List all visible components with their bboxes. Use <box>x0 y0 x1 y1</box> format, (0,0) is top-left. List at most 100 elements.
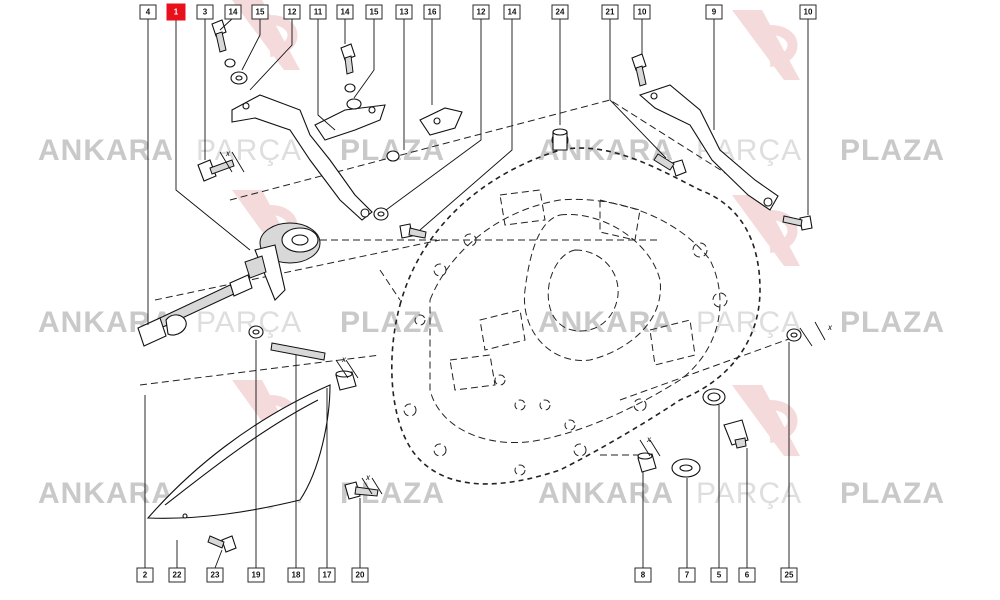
svg-text:3: 3 <box>203 8 208 17</box>
callout-label-12[interactable]: 12 <box>472 4 490 20</box>
svg-text:21: 21 <box>606 8 615 17</box>
watermark: ANKARA PARÇA PLAZA ANKARA PARÇA PLAZA AN… <box>38 0 945 510</box>
leader-lines-top <box>147 17 809 325</box>
callout-label-6[interactable]: 6 <box>738 567 756 583</box>
callout-label-16[interactable]: 16 <box>423 4 441 20</box>
svg-text:13: 13 <box>400 8 409 17</box>
callout-label-3[interactable]: 3 <box>196 4 214 20</box>
watermark-word-plaza: PLAZA <box>840 134 945 167</box>
part-17-dowel <box>335 370 357 391</box>
part-10-bolt <box>631 53 647 87</box>
callout-label-17[interactable]: 17 <box>318 567 336 583</box>
part-12-bracket <box>231 94 373 221</box>
watermark-word-ankara: ANKARA <box>538 477 674 510</box>
callout-label-2[interactable]: 2 <box>136 567 154 583</box>
watermark-logo <box>232 0 800 456</box>
svg-text:9: 9 <box>712 8 717 17</box>
assembly-guide-lines <box>139 99 801 456</box>
part-18-stud <box>270 342 326 361</box>
svg-text:14: 14 <box>341 8 350 17</box>
callout-label-10[interactable]: 10 <box>633 4 651 20</box>
callout-label-23[interactable]: 23 <box>206 567 224 583</box>
dimension-label: x <box>341 355 347 364</box>
part-21-bolt <box>653 153 687 177</box>
callout-label-7[interactable]: 7 <box>678 567 696 583</box>
part-5-seal <box>702 388 726 406</box>
part-6-drain-plug <box>723 419 749 449</box>
part-14-bolt <box>399 223 427 239</box>
svg-text:12: 12 <box>288 8 297 17</box>
callout-label-14[interactable]: 14 <box>224 4 242 20</box>
callout-label-9[interactable]: 9 <box>705 4 723 20</box>
svg-text:10: 10 <box>638 8 647 17</box>
svg-text:11: 11 <box>314 8 323 17</box>
dimension-mark: x <box>361 473 383 495</box>
callout-label-14[interactable]: 14 <box>336 4 354 20</box>
part-23-bolt <box>207 535 237 553</box>
callout-label-1[interactable]: 1 <box>166 3 186 21</box>
callout-label-18[interactable]: 18 <box>287 567 305 583</box>
svg-text:12: 12 <box>477 8 486 17</box>
part-1-concentric-slave-cylinder <box>244 222 321 301</box>
callout-label-24[interactable]: 24 <box>551 4 569 20</box>
callout-label-21[interactable]: 21 <box>601 4 619 20</box>
part-22-cover-plate <box>146 384 331 519</box>
callout-row-top: 4 1 3 14 15 12 11 14 15 13 16 12 14 24 2… <box>139 3 817 21</box>
watermark-word-ankara: ANKARA <box>538 306 674 339</box>
callout-label-4[interactable]: 4 <box>139 4 157 20</box>
svg-text:2: 2 <box>143 571 148 580</box>
svg-text:4: 4 <box>146 8 151 17</box>
watermark-word-parca: PARÇA <box>696 477 802 510</box>
watermark-word-ankara: ANKARA <box>38 477 174 510</box>
svg-text:8: 8 <box>641 571 646 580</box>
watermark-row-1: ANKARA PARÇA PLAZA ANKARA PARÇA PLAZA <box>38 134 945 167</box>
callout-label-10[interactable]: 10 <box>799 4 817 20</box>
part-12-washer <box>373 207 389 221</box>
svg-text:20: 20 <box>356 571 365 580</box>
dimension-label: x <box>646 435 652 444</box>
svg-text:5: 5 <box>717 571 722 580</box>
dimension-mark: x <box>799 321 833 347</box>
svg-text:16: 16 <box>428 8 437 17</box>
svg-text:25: 25 <box>785 571 794 580</box>
dimension-mark: x <box>335 355 359 379</box>
callout-label-15[interactable]: 15 <box>365 4 383 20</box>
callout-label-20[interactable]: 20 <box>351 567 369 583</box>
part-24-bushing <box>552 128 568 151</box>
watermark-row-2: ANKARA PARÇA PLAZA ANKARA PARÇA PLAZA <box>38 306 944 339</box>
svg-text:6: 6 <box>745 571 750 580</box>
dimension-label: x <box>365 473 371 482</box>
svg-text:22: 22 <box>173 571 182 580</box>
watermark-word-parca: PARÇA <box>196 134 302 167</box>
callout-label-8[interactable]: 8 <box>634 567 652 583</box>
part-25-nut <box>786 328 802 342</box>
callout-label-22[interactable]: 22 <box>168 567 186 583</box>
svg-text:14: 14 <box>229 8 238 17</box>
callout-label-13[interactable]: 13 <box>395 4 413 20</box>
svg-text:15: 15 <box>370 8 379 17</box>
part-15-nut <box>224 58 248 85</box>
callout-label-11[interactable]: 11 <box>309 4 327 20</box>
callout-label-15[interactable]: 15 <box>251 4 269 20</box>
callout-label-12[interactable]: 12 <box>283 4 301 20</box>
part-15-nut <box>344 83 362 110</box>
part-9-bracket <box>638 84 779 211</box>
callout-label-14[interactable]: 14 <box>503 4 521 20</box>
part-10-bolt <box>782 215 813 231</box>
callout-row-bottom: 2 22 23 19 18 17 20 8 7 5 6 25 <box>136 567 798 583</box>
watermark-word-plaza: PLAZA <box>340 134 445 167</box>
callout-label-25[interactable]: 25 <box>780 567 798 583</box>
dimension-mark: x <box>219 149 245 173</box>
part-13-nut <box>386 150 400 162</box>
svg-text:10: 10 <box>804 8 813 17</box>
callout-label-19[interactable]: 19 <box>247 567 265 583</box>
svg-text:1: 1 <box>174 8 179 17</box>
watermark-word-ankara: ANKARA <box>38 134 174 167</box>
watermark-word-parca: PARÇA <box>196 306 302 339</box>
part-7-washer <box>671 458 701 478</box>
callout-label-5[interactable]: 5 <box>710 567 728 583</box>
svg-text:19: 19 <box>252 571 261 580</box>
svg-text:23: 23 <box>211 571 220 580</box>
